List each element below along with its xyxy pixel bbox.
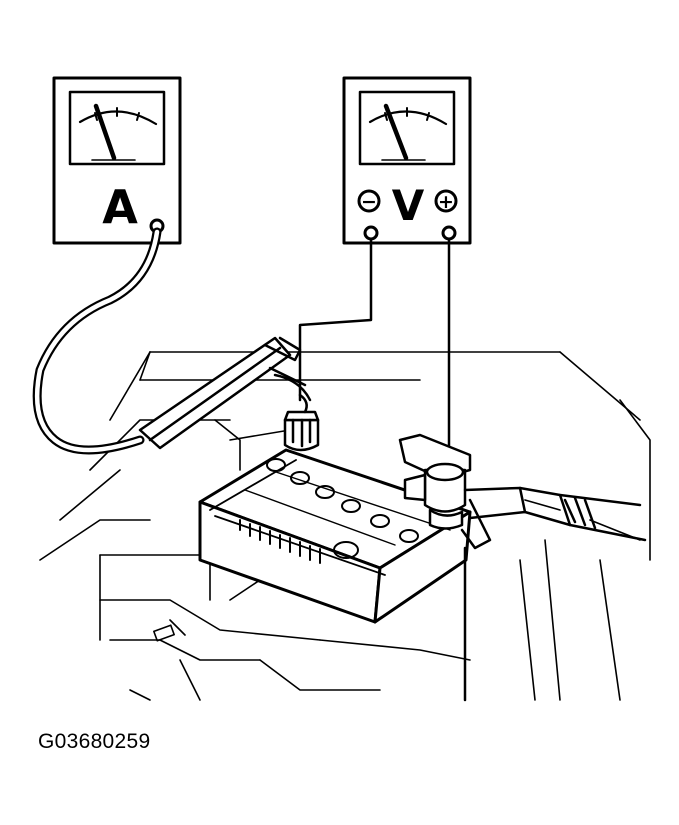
battery bbox=[198, 448, 472, 624]
voltmeter bbox=[342, 76, 472, 245]
current-clamp bbox=[138, 336, 312, 450]
voltmeter-negative-sign: − bbox=[361, 191, 377, 213]
voltmeter-negative-lead bbox=[298, 237, 373, 402]
negative-terminal bbox=[283, 393, 320, 452]
voltmeter-needle bbox=[383, 103, 409, 161]
ammeter-label: A bbox=[102, 180, 138, 234]
voltmeter-positive-terminal bbox=[441, 225, 457, 241]
ammeter-needle bbox=[93, 103, 117, 161]
voltmeter-positive-marker bbox=[434, 189, 458, 213]
voltmeter-positive-sign: + bbox=[438, 191, 454, 213]
voltmeter-negative-marker bbox=[357, 189, 381, 213]
ammeter bbox=[52, 76, 182, 245]
battery-vent-caps bbox=[266, 458, 419, 559]
figure-code: G03680259 bbox=[38, 730, 151, 753]
voltmeter-negative-terminal bbox=[363, 225, 379, 241]
ammeter-lead bbox=[32, 227, 162, 455]
positive-terminal bbox=[398, 433, 472, 530]
voltmeter-label: V bbox=[392, 181, 425, 230]
positive-cable bbox=[460, 486, 647, 702]
